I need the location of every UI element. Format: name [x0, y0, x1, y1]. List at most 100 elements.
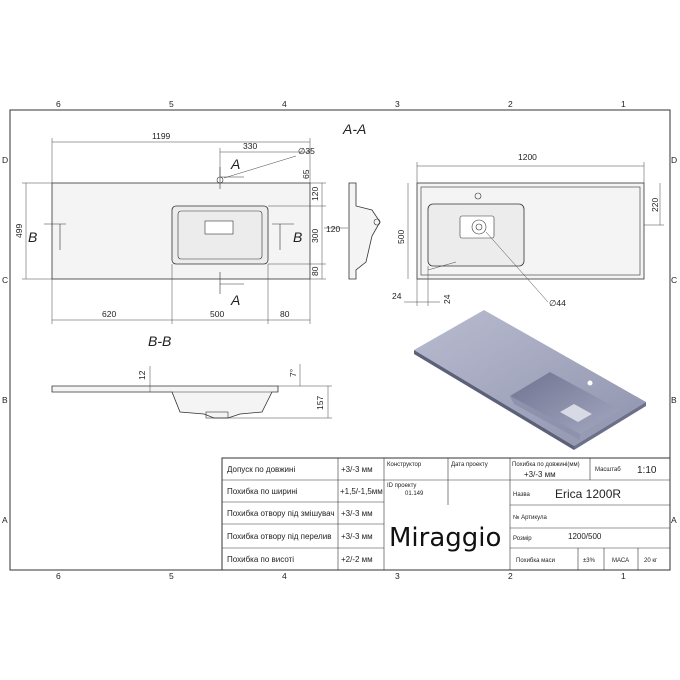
- col-label: 3: [395, 571, 400, 581]
- tb-project-id-value: 01.149: [405, 491, 424, 497]
- bb-drain: [205, 411, 229, 419]
- render-bowl: [510, 372, 620, 434]
- tb-row-label: Похибка по ширині: [227, 487, 298, 496]
- dim-65-label: 65: [301, 169, 311, 179]
- isometric-render: [414, 310, 646, 450]
- render-overflow-slot: [560, 404, 592, 422]
- tb-designer-label: Конструктор: [387, 462, 422, 468]
- section-bb-view: B-B 12 7° 157: [51, 333, 332, 419]
- dim-330-label: 330: [243, 141, 257, 151]
- render-right-edge: [574, 402, 646, 450]
- aa-dim-500-label: 500: [396, 230, 406, 244]
- col-label: 2: [508, 571, 513, 581]
- aa-dim-220-label: 220: [650, 198, 660, 212]
- tb-mass-tol-value: ±3%: [583, 558, 596, 564]
- section-bb-title: B-B: [148, 333, 171, 349]
- render-front-edge: [414, 350, 574, 450]
- dim-80-bottom-label: 80: [280, 309, 290, 319]
- column-markers-bottom: 6 5 4 3 2 1: [56, 571, 626, 581]
- column-markers-top: 6 5 4 3 2 1: [56, 99, 626, 109]
- col-label: 1: [621, 99, 626, 109]
- tb-article-label: № Артикула: [513, 514, 547, 521]
- aa-drain-inner: [475, 223, 483, 231]
- tb-row-label: Похибка отвору під перелив: [227, 532, 331, 541]
- side-dim-120-label: 120: [326, 224, 340, 234]
- section-aa-title: A-A: [342, 121, 366, 137]
- dim-80-label: 80: [310, 266, 320, 276]
- leader-line: [223, 155, 297, 179]
- row-label: D: [671, 155, 677, 165]
- aa-drain-circle: [471, 219, 487, 235]
- col-label: 1: [621, 571, 626, 581]
- aa-diameter-44-label: ∅44: [549, 298, 566, 308]
- render-tap-hole: [587, 380, 593, 386]
- dim-120-label: 120: [310, 187, 320, 201]
- tb-project-date-label: Дата проекту: [451, 462, 488, 468]
- section-aa-view: A-A 1200 500 220 24 24 ∅44: [342, 121, 664, 308]
- row-label: B: [671, 395, 677, 405]
- tb-row-value: +1,5/-1,5мм: [340, 487, 383, 496]
- tb-mass-tol-label: Похибка маси: [516, 558, 555, 564]
- dim-300-label: 300: [310, 229, 320, 243]
- tb-row-value: +3/-3 мм: [341, 465, 373, 474]
- leader-line: [485, 231, 549, 303]
- col-label: 3: [395, 99, 400, 109]
- bb-profile-outline: [51, 385, 279, 419]
- side-profile-outline: [348, 182, 381, 280]
- tb-row-value: +3/-3 мм: [341, 532, 373, 541]
- aa-drain-box: [459, 215, 495, 239]
- aa-dim-1200-label: 1200: [518, 152, 537, 162]
- side-profile-view: 120: [324, 182, 381, 280]
- dim-499-label: 499: [14, 224, 24, 238]
- tb-size-label: Розмір: [513, 536, 532, 542]
- leader-line: [427, 261, 457, 271]
- row-markers: D C B A D C B A: [2, 155, 677, 525]
- bb-dim-157-label: 157: [315, 396, 325, 410]
- bb-dim-12-label: 12: [137, 370, 147, 380]
- aa-dim-24-right-label: 24: [442, 294, 452, 304]
- col-label: 5: [169, 99, 174, 109]
- aa-tap-hole: [474, 192, 482, 200]
- section-a-bottom-label: A: [230, 292, 240, 308]
- col-label: 4: [282, 99, 287, 109]
- row-label: B: [2, 395, 8, 405]
- col-label: 6: [56, 571, 61, 581]
- row-label: A: [671, 515, 677, 525]
- section-b-left-label: B: [28, 229, 37, 245]
- col-label: 2: [508, 99, 513, 109]
- row-label: C: [2, 275, 8, 285]
- aa-dim-24-left-label: 24: [392, 291, 402, 301]
- tb-size-value: 1200/500: [568, 532, 602, 541]
- tb-project-id-label: ID проекту: [387, 483, 416, 489]
- aa-inner-edge: [420, 186, 641, 276]
- tb-row-label: Похибка по висоті: [227, 555, 294, 564]
- section-a-top-label: A: [230, 156, 240, 172]
- tb-name-value: Erica 1200R: [555, 487, 621, 501]
- row-label: C: [671, 275, 677, 285]
- row-label: D: [2, 155, 8, 165]
- col-label: 5: [169, 571, 174, 581]
- title-block: Допуск по довжині +3/-3 мм Похибка по ши…: [221, 457, 671, 571]
- side-drain: [373, 218, 381, 226]
- tb-mass-label: МАСА: [612, 558, 629, 564]
- col-label: 4: [282, 571, 287, 581]
- title-block-frame: [221, 457, 671, 571]
- bowl-inner: [177, 210, 263, 260]
- tb-scale-label: Масштаб: [595, 467, 621, 473]
- dim-1199-label: 1199: [152, 131, 171, 141]
- dim-620-label: 620: [102, 309, 116, 319]
- brand-logo-text: Miraggio: [389, 523, 501, 553]
- tb-length-tol-label: Похибка по довжині(мм): [512, 462, 580, 468]
- section-b-right-label: B: [293, 229, 302, 245]
- col-label: 6: [56, 99, 61, 109]
- dim-500-label: 500: [210, 309, 224, 319]
- overflow-slot: [204, 220, 234, 235]
- bowl-outline: [171, 205, 269, 265]
- dim-diameter-35-label: ∅35: [298, 146, 315, 156]
- bb-angle-label: 7°: [288, 369, 298, 377]
- tb-name-label: Назва: [513, 492, 530, 498]
- tb-row-label: Допуск по довжині: [227, 465, 295, 474]
- outer-frame: [9, 109, 671, 571]
- top-view: 1199 330 ∅35 65 120 300 80 499 620 500 8…: [14, 131, 326, 324]
